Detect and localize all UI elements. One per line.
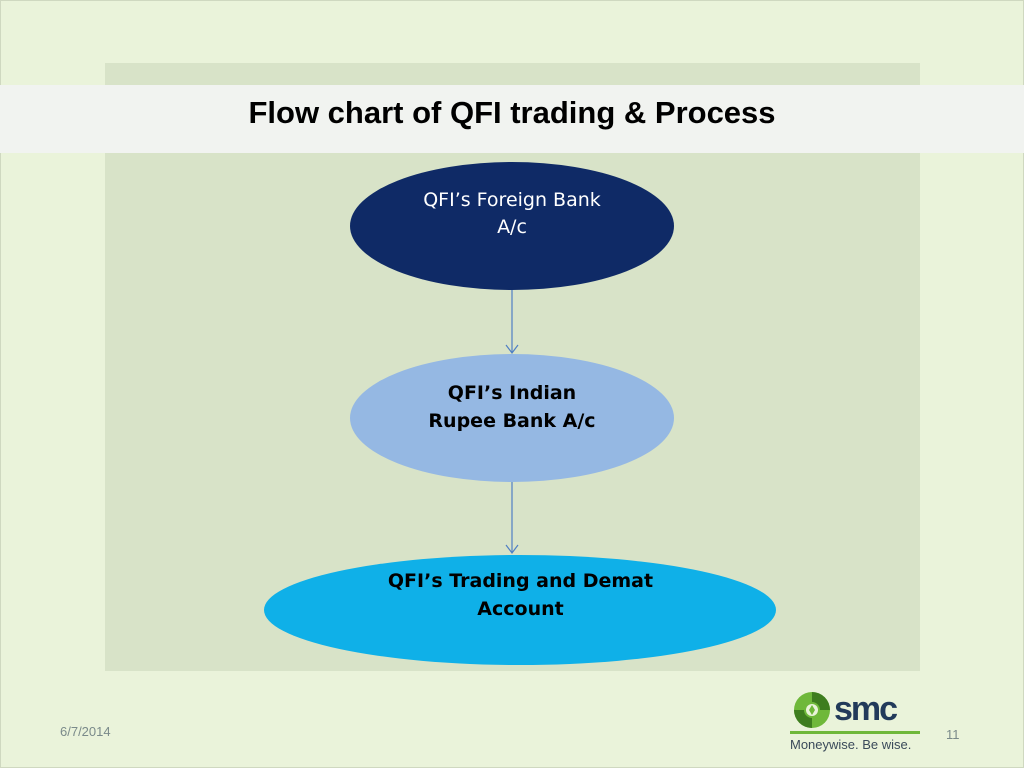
arrow-2-head [505, 544, 519, 554]
title-band [0, 85, 1024, 153]
logo-rule [790, 731, 920, 734]
node-indian-rupee-bank-line-1: QFI’s Indian [447, 381, 577, 404]
page-number: 11 [946, 727, 960, 742]
node-trading-demat-shape [264, 555, 776, 665]
node-foreign-bank-line-1: QFI’s Foreign Bank [423, 188, 601, 211]
slide-title: Flow chart of QFI trading & Process [248, 95, 776, 130]
node-indian-rupee-bank-shape [350, 354, 674, 482]
node-indian-rupee-bank-label: QFI’s Indian Rupee Bank A/c [350, 355, 674, 482]
node-foreign-bank-line-2: A/c [497, 215, 527, 238]
node-indian-rupee-bank-line-2: Rupee Bank A/c [428, 409, 596, 432]
smc-logo: smc Moneywise. Be wise. [786, 686, 926, 756]
node-trading-demat-label: QFI’s Trading and Demat Account [265, 555, 776, 665]
footer-date: 6/7/2014 [60, 724, 111, 739]
node-trading-demat-line-2: Account [477, 598, 564, 620]
smc-swirl-icon [794, 692, 830, 728]
node-foreign-bank-label: QFI’s Foreign Bank A/c [350, 163, 674, 290]
node-foreign-bank-shape [350, 162, 674, 290]
smc-logo-word: smc [834, 690, 898, 728]
arrow-1-head [505, 344, 519, 354]
logo-tagline: Moneywise. Be wise. [790, 737, 912, 752]
node-trading-demat-line-1: QFI’s Trading and Demat [387, 570, 654, 592]
